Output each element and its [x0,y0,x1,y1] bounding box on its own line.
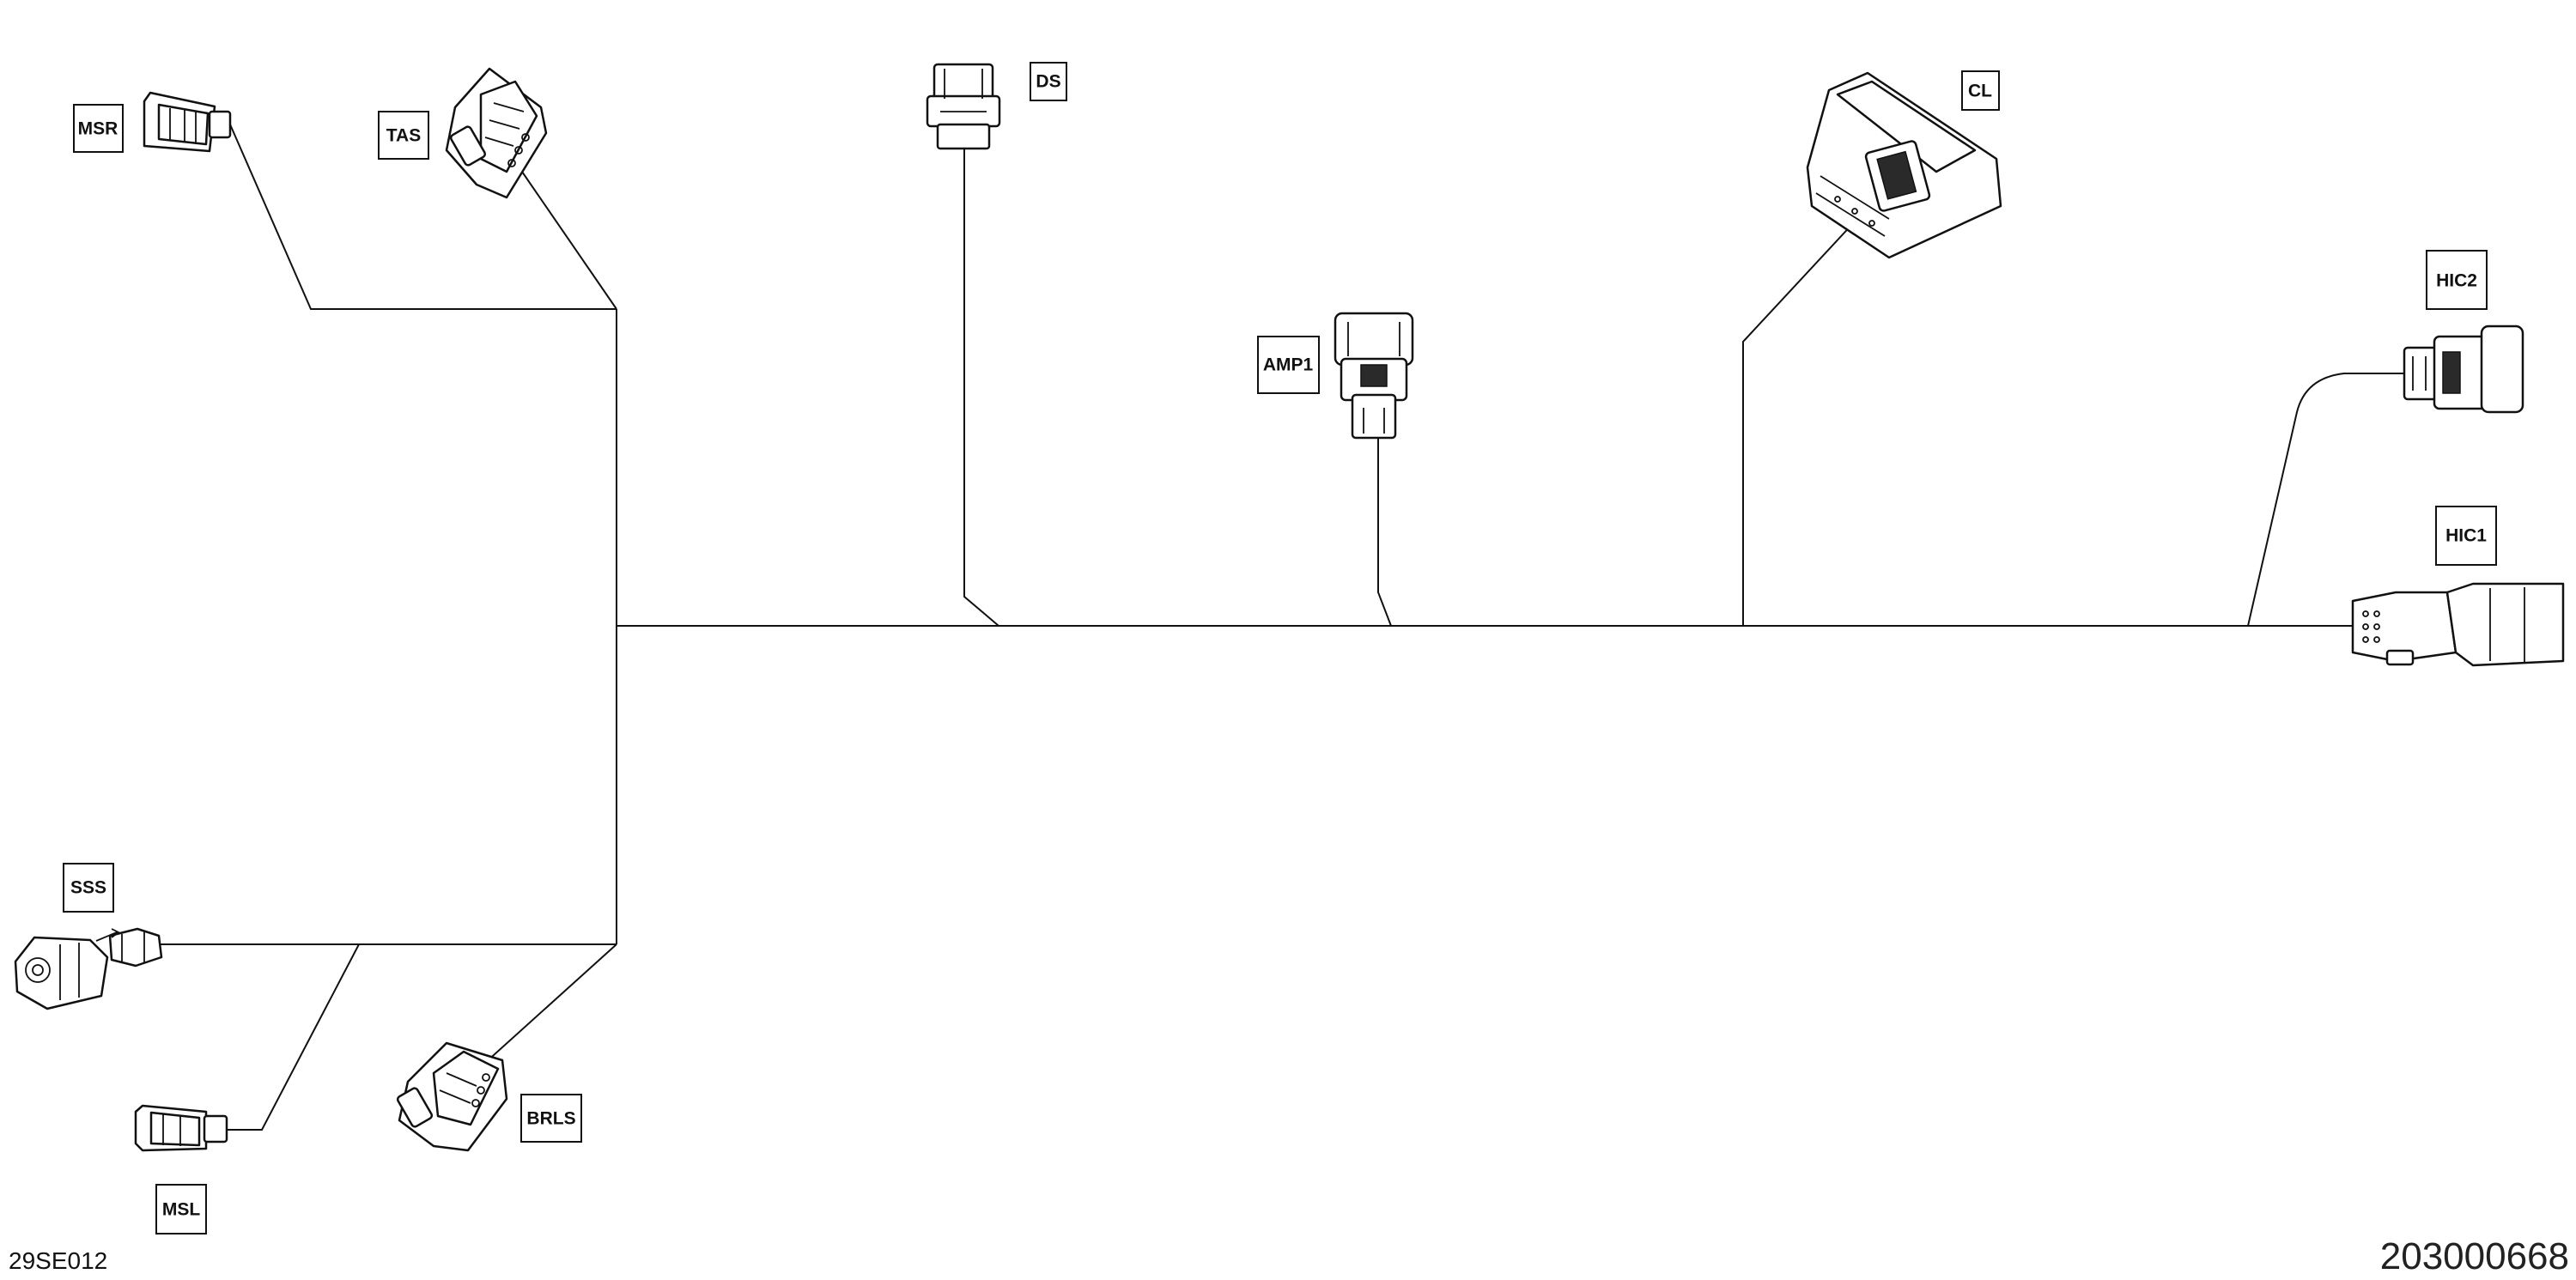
connector-label-msl: MSL [155,1184,207,1235]
connector-label-sss: SSS [63,863,114,913]
sss-label-text: SSS [70,878,106,898]
connector-label-amp1: AMP1 [1257,336,1320,394]
ds-label-text: DS [1036,72,1060,92]
tas-label-text: TAS [386,126,421,146]
part-number: 203000668 [2380,1235,2569,1277]
cl-label-text: CL [1968,82,1992,101]
msl-connector-icon [134,1104,228,1152]
wire-msl [228,943,360,1131]
wire-tas [521,171,617,310]
connector-label-ds: DS [1030,62,1067,101]
hic1-label-text: HIC1 [2445,526,2487,546]
wire-cl [1742,221,1856,626]
msl-label-text: MSL [162,1200,201,1220]
connector-label-hic2: HIC2 [2426,250,2488,310]
connector-label-msr: MSR [73,104,124,153]
wire-hic2 [2247,373,2404,627]
wire-msr [229,124,617,310]
msr-connector-icon [143,91,232,153]
connector-label-cl: CL [1961,70,2000,111]
tas-connector-icon [445,67,548,199]
connector-label-hic1: HIC1 [2435,506,2497,566]
sss-sensor-icon [14,936,109,1010]
wire-ds [963,146,999,627]
ds-connector-icon [926,63,1001,150]
brls-connector-icon [396,1041,508,1152]
wire-amp1 [1377,438,1392,627]
cl-connector-icon [1806,71,2002,259]
hic2-label-text: HIC2 [2436,271,2477,291]
hic2-connector-icon [2403,325,2524,414]
connector-label-tas: TAS [378,111,429,160]
msr-label-text: MSR [78,119,118,139]
sss-connector-icon [95,927,163,968]
hic1-connector-icon [2351,582,2565,667]
amp1-label-text: AMP1 [1263,355,1314,375]
brls-label-text: BRLS [526,1109,575,1129]
figure-code: 29SE012 [9,1247,107,1274]
connector-label-brls: BRLS [520,1094,582,1143]
amp1-connector-icon [1334,312,1414,440]
wire-brls [484,943,617,1064]
harness-wires [159,124,2404,1131]
